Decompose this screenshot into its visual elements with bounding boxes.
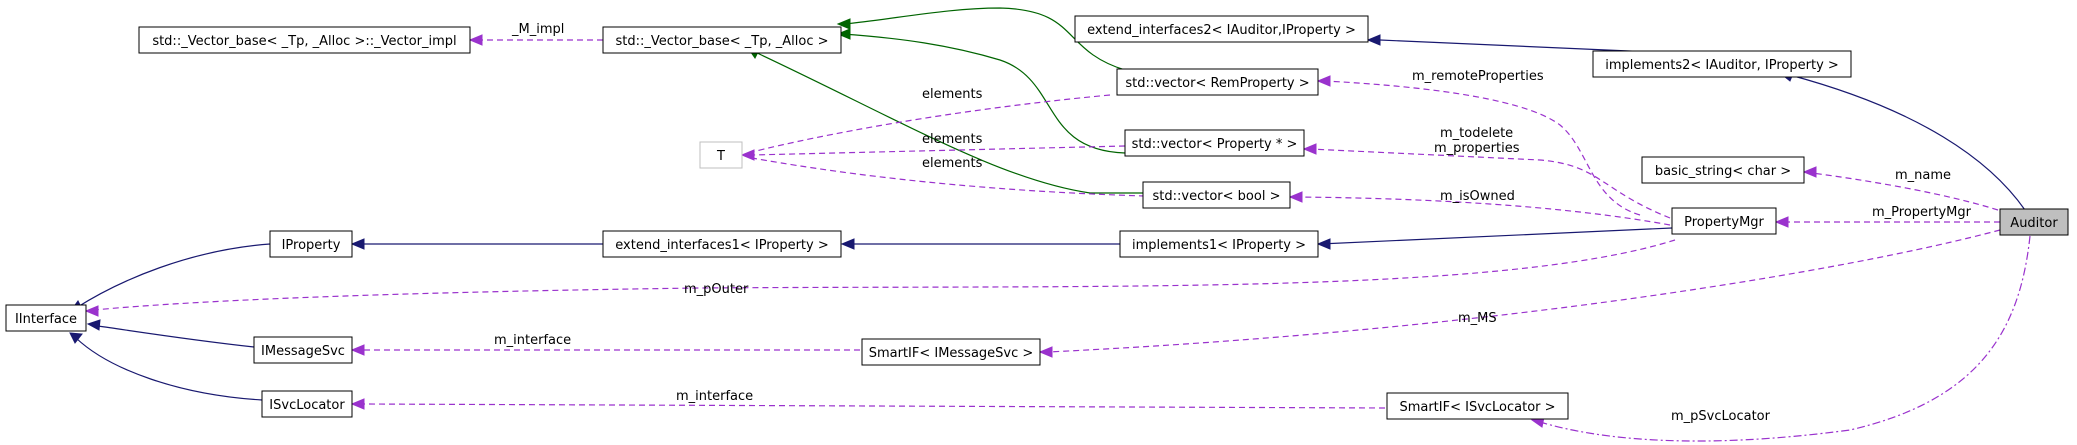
edge-iinterface-to-iproperty — [75, 243, 271, 309]
label-m-name: m_name — [1895, 168, 1951, 183]
arrowhead-iinterface — [84, 305, 99, 317]
node-implements1-label: implements1< IProperty > — [1132, 238, 1306, 253]
arrowhead-vectorbase-2 — [836, 28, 851, 40]
arrowhead-vector-impl — [468, 34, 483, 46]
label-m-interface-2: m_interface — [676, 389, 753, 404]
node-isvclocator[interactable]: ISvcLocator — [261, 390, 353, 418]
node-t[interactable]: T — [699, 141, 743, 169]
edge-m-ms — [1047, 229, 2001, 353]
node-propertymgr[interactable]: PropertyMgr — [1671, 207, 1777, 235]
arrowhead-vector-bool — [1288, 191, 1303, 203]
node-smartif-imessagesvc-label: SmartIF< IMessageSvc > — [869, 346, 1034, 361]
label-m-isowned: m_isOwned — [1440, 189, 1515, 204]
node-iproperty-label: IProperty — [282, 238, 341, 253]
edge-m-interface-2 — [359, 403, 1386, 409]
node-auditor[interactable]: Auditor — [1999, 208, 2069, 236]
node-smartif-imessagesvc[interactable]: SmartIF< IMessageSvc > — [861, 338, 1041, 366]
label-m-remoteproperties: m_remoteProperties — [1412, 69, 1544, 84]
arrowhead-vector-property — [1302, 143, 1317, 155]
node-vector-remproperty[interactable]: std::vector< RemProperty > — [1116, 68, 1319, 96]
node-vector-property-ptr[interactable]: std::vector< Property * > — [1124, 129, 1305, 157]
arrowhead-imessagesvc — [350, 344, 365, 356]
label-elements-3: elements — [922, 156, 983, 171]
node-implements2-label: implements2< IAuditor, IProperty > — [1605, 58, 1839, 73]
node-extend-interfaces1-label: extend_interfaces1< IProperty > — [615, 238, 828, 253]
label-m-properties: m_properties — [1434, 141, 1520, 156]
edge-iinterface-to-isvclocator — [75, 337, 263, 401]
arrowhead-propertymgr — [1774, 216, 1789, 228]
label-m-ms: m_MS — [1458, 311, 1497, 326]
edge-elements-2 — [751, 145, 1126, 156]
arrowhead-extend-interfaces2 — [1366, 34, 1381, 46]
node-imessagesvc[interactable]: IMessageSvc — [253, 336, 353, 364]
arrowhead-iinterface-3 — [69, 332, 83, 344]
edge-extend-interfaces2-to-implements2 — [1379, 39, 1653, 53]
node-imessagesvc-label: IMessageSvc — [261, 344, 345, 359]
node-auditor-label: Auditor — [2010, 216, 2058, 231]
edge-m-pouter — [93, 239, 1676, 311]
node-propertymgr-label: PropertyMgr — [1684, 215, 1764, 230]
edge-elements-3 — [751, 157, 1146, 197]
arrowhead-implements1 — [1316, 238, 1331, 250]
label-m-psvclocator: m_pSvcLocator — [1671, 409, 1771, 424]
arrowhead-extend-interfaces1 — [840, 238, 855, 250]
label-m-todelete: m_todelete — [1440, 126, 1513, 141]
edge-m-psvclocator — [1539, 235, 2031, 442]
label-m-interface-1: m_interface — [494, 333, 571, 348]
node-vector-property-ptr-label: std::vector< Property * > — [1132, 137, 1298, 152]
arrowhead-vector-remproperty — [1316, 75, 1331, 87]
edge-vectorbase-to-vector-property — [841, 33, 1126, 154]
label-elements-2: elements — [922, 132, 983, 147]
edge-m-name — [1811, 172, 1999, 211]
node-implements1[interactable]: implements1< IProperty > — [1119, 230, 1319, 258]
label-m-propertymgr: m_PropertyMgr — [1872, 205, 1972, 220]
arrowhead-basic-string — [1802, 166, 1817, 178]
edge-m-todelete-properties — [1309, 148, 1671, 219]
node-vector-impl[interactable]: std::_Vector_base< _Tp, _Alloc >::_Vecto… — [138, 26, 471, 54]
node-vector-base-label: std::_Vector_base< _Tp, _Alloc > — [615, 34, 828, 49]
node-extend-interfaces2-label: extend_interfaces2< IAuditor,IProperty > — [1087, 23, 1356, 38]
node-vector-base[interactable]: std::_Vector_base< _Tp, _Alloc > — [602, 26, 842, 54]
edge-vectorbase-to-vector-bool — [754, 51, 1145, 194]
edge-implements2-to-auditor — [1789, 74, 2026, 211]
arrowhead-isvclocator — [350, 398, 365, 410]
label-m-impl: _M_impl — [511, 22, 564, 37]
node-basic-string[interactable]: basic_string< char > — [1641, 156, 1805, 184]
node-vector-remproperty-label: std::vector< RemProperty > — [1125, 76, 1309, 91]
node-extend-interfaces2[interactable]: extend_interfaces2< IAuditor,IProperty > — [1074, 15, 1369, 43]
arrowhead-iproperty — [350, 238, 365, 250]
node-isvclocator-label: ISvcLocator — [269, 398, 345, 413]
edge-m-remoteproperties — [1324, 80, 1641, 216]
node-vector-bool-label: std::vector< bool > — [1153, 189, 1281, 204]
node-vector-impl-label: std::_Vector_base< _Tp, _Alloc >::_Vecto… — [152, 34, 456, 49]
arrowhead-smartif-imessagesvc — [1038, 346, 1053, 358]
edge-vectorbase-to-vector-remproperty — [844, 7, 1126, 71]
label-m-pouter: m_pOuter — [684, 282, 749, 297]
arrowhead-t — [740, 149, 755, 161]
edge-iinterface-to-imessagesvc — [97, 325, 255, 348]
arrowhead-vectorbase-1 — [836, 18, 851, 30]
node-iproperty[interactable]: IProperty — [269, 230, 353, 258]
node-vector-bool[interactable]: std::vector< bool > — [1142, 181, 1291, 209]
node-implements2[interactable]: implements2< IAuditor, IProperty > — [1592, 50, 1852, 78]
node-smartif-isvclocator-label: SmartIF< ISvcLocator > — [1399, 400, 1555, 415]
arrowhead-iinterface-2 — [86, 319, 101, 331]
node-iinterface-label: IInterface — [15, 312, 77, 327]
node-iinterface[interactable]: IInterface — [5, 304, 87, 332]
edge-m-isowned — [1294, 196, 1671, 226]
node-smartif-isvclocator[interactable]: SmartIF< ISvcLocator > — [1386, 392, 1569, 420]
label-elements-1: elements — [922, 87, 983, 102]
edge-implements1-to-propertymgr — [1319, 227, 1673, 245]
edge-elements-1 — [751, 94, 1111, 153]
node-extend-interfaces1[interactable]: extend_interfaces1< IProperty > — [602, 230, 842, 258]
node-basic-string-label: basic_string< char > — [1655, 164, 1791, 179]
node-t-label: T — [716, 149, 725, 164]
